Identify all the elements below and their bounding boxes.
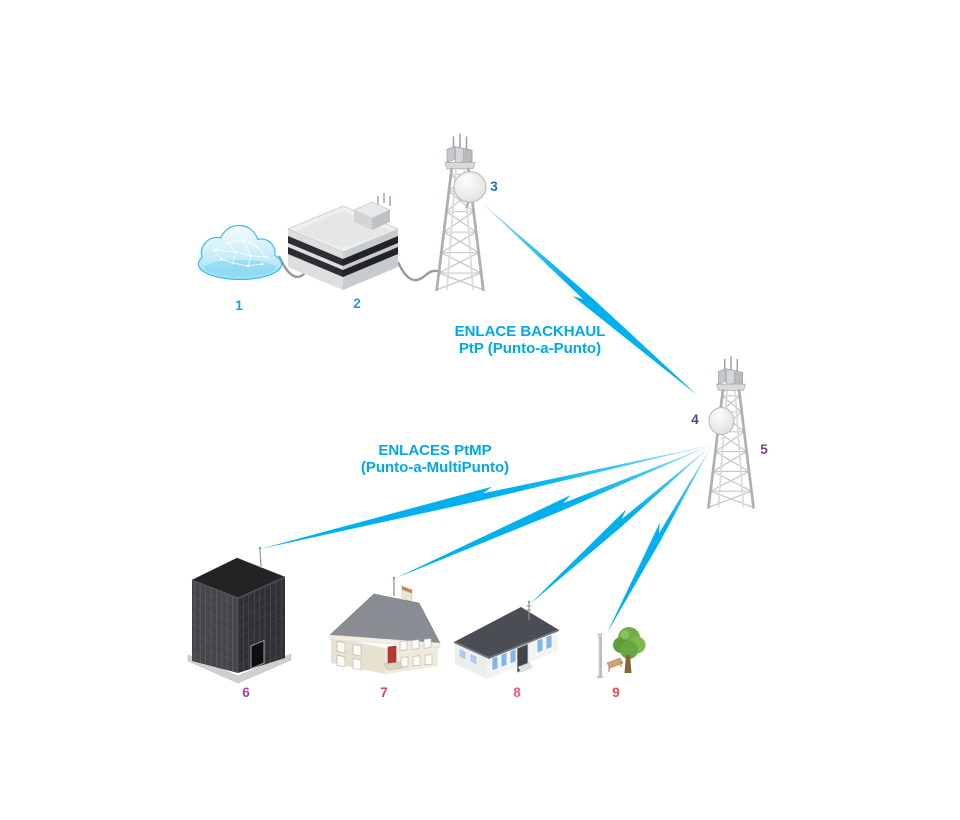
beam-ptmp-building6 <box>260 445 712 549</box>
beam-ptmp-pole9 <box>607 445 712 633</box>
backhaul-link-label: ENLACE BACKHAUL PtP (Punto-a-Punto) <box>410 323 650 357</box>
backhaul-tower-icon <box>435 132 487 292</box>
wireless-beams <box>260 202 712 633</box>
beam-ptmp-house7 <box>396 445 712 578</box>
wire-server-to-tower <box>396 261 442 282</box>
node-number-3: 3 <box>490 179 498 194</box>
ptmp-link-label-line2: (Punto-a-MultiPunto) <box>360 458 510 476</box>
backhaul-link-label-line2: PtP (Punto-a-Punto) <box>458 339 602 357</box>
backhaul-link-label-line1: ENLACE BACKHAUL <box>454 323 606 340</box>
commercial-building-icon <box>453 600 560 679</box>
node-number-6: 6 <box>242 685 250 700</box>
dish-antenna-icon <box>708 407 735 435</box>
tower3-dish-icon <box>453 171 487 209</box>
residential-house-icon <box>329 576 441 674</box>
node-number-5: 5 <box>760 442 768 457</box>
bench-icon <box>606 657 624 672</box>
beam-ptmp-building8 <box>530 445 712 604</box>
tree-icon <box>613 627 646 673</box>
street-pole-tree-icon <box>596 627 646 679</box>
gateway-server-icon <box>286 193 400 290</box>
node-number-8: 8 <box>513 685 521 700</box>
office-building-icon <box>187 546 292 684</box>
node-number-2: 2 <box>353 296 361 311</box>
internet-cloud-icon <box>197 224 283 281</box>
node-number-1: 1 <box>235 298 243 313</box>
node-number-9: 9 <box>612 685 620 700</box>
node-number-4: 4 <box>691 412 699 427</box>
ptmp-link-label: ENLACES PtMP (Punto-a-MultiPunto) <box>315 442 555 476</box>
pole-icon <box>596 633 604 679</box>
distribution-tower-icon <box>707 354 755 509</box>
node-number-7: 7 <box>380 685 388 700</box>
ptmp-link-label-line1: ENLACES PtMP <box>378 442 492 459</box>
beam-ptp-backhaul <box>481 202 697 395</box>
